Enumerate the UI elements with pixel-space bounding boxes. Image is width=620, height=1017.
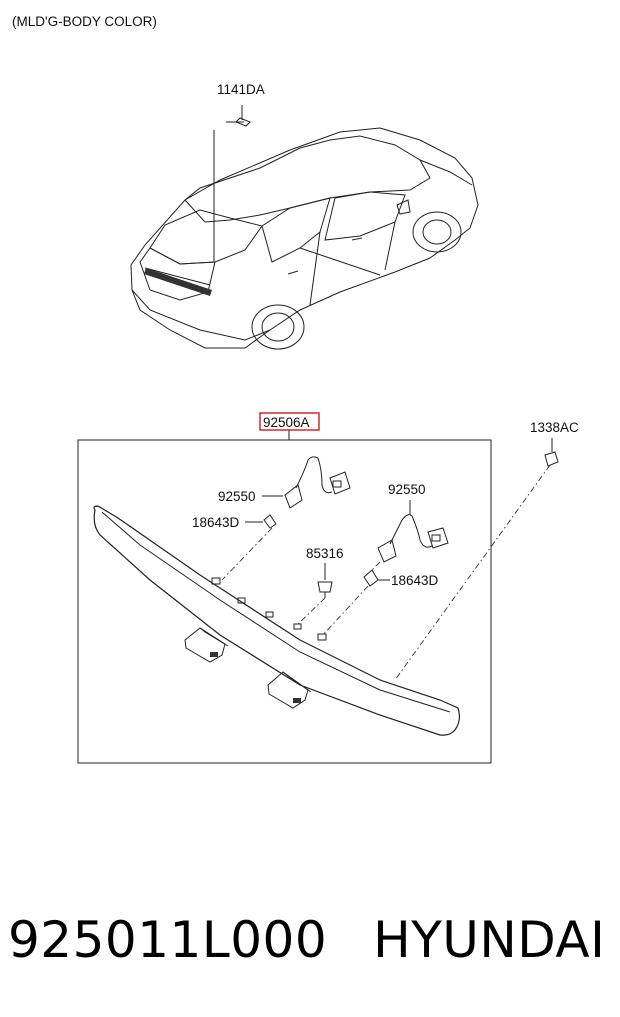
clip-1338ac xyxy=(544,438,559,467)
license-lamp-left xyxy=(184,627,229,663)
header-note: (MLD'G-BODY COLOR) xyxy=(12,14,157,29)
part-number: 925011L000 xyxy=(8,911,328,969)
car-illustration xyxy=(130,127,479,350)
callout-92550-left: 92550 xyxy=(218,489,256,504)
footer-caption: 925011L000 HYUNDAI xyxy=(8,900,612,980)
callout-18643d-left: 18643D xyxy=(192,515,240,530)
bolt-1141da xyxy=(213,105,251,262)
callout-92506a: 92506A xyxy=(263,415,310,430)
callout-1141da: 1141DA xyxy=(217,82,265,97)
trunk-garnish-molding xyxy=(93,505,461,736)
socket-right-92550 xyxy=(377,514,449,563)
bulb-right-18643d xyxy=(363,569,379,587)
callout-92550-right: 92550 xyxy=(388,482,426,497)
bulb-left-18643d xyxy=(263,514,277,529)
brand-name: HYUNDAI xyxy=(373,911,606,969)
callout-1338ac: 1338AC xyxy=(530,420,579,435)
callout-18643d-right: 18643D xyxy=(391,573,439,588)
assembly-callout-box xyxy=(259,412,320,431)
license-lamp-right xyxy=(267,671,312,709)
callout-85316: 85316 xyxy=(306,546,344,561)
grommet-85316 xyxy=(317,581,333,598)
socket-left-92550 xyxy=(284,456,351,509)
assembly-frame xyxy=(77,439,492,764)
